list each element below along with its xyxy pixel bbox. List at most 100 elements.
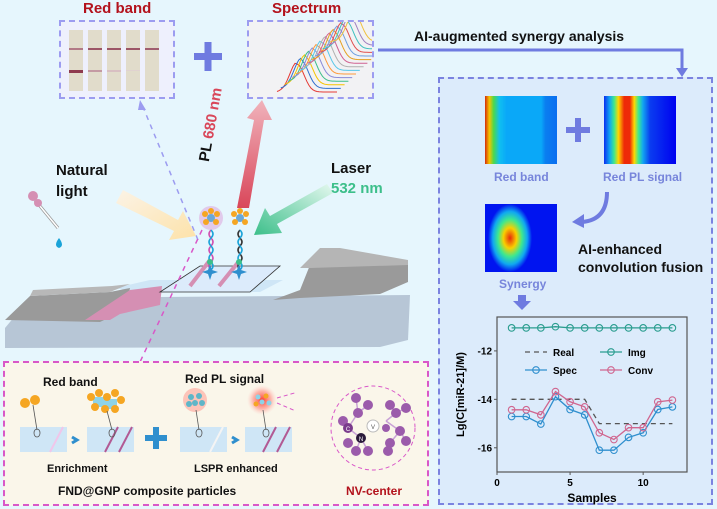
x-tick-label: 0 [494, 478, 500, 489]
y-tick-label: -12 [478, 346, 493, 357]
atom-c: C [346, 427, 351, 433]
spectrum-curve [276, 62, 337, 93]
y-axis-label: Lg(C[miR-21]/M) [455, 352, 467, 437]
data-point-img [610, 324, 618, 332]
bottom-red-pl-label: Red PL signal [185, 372, 265, 386]
test-strip [88, 30, 102, 91]
red-band-strips-image [59, 20, 175, 99]
data-point-spec [536, 420, 545, 428]
data-point-conv [653, 397, 662, 406]
data-point-conv [639, 423, 648, 432]
spectrum-waterfall [276, 10, 391, 93]
series-line-spec [511, 395, 673, 451]
test-strip [107, 30, 121, 91]
fusion-line2: convolution fusion [578, 259, 704, 275]
data-point-img [624, 324, 633, 332]
data-point-img [595, 324, 604, 332]
nv-center-label: NV-center [346, 484, 403, 498]
data-point-spec [653, 405, 662, 414]
analysis-title: AI-augmented synergy analysis [414, 28, 625, 44]
series-line-img [511, 326, 673, 329]
y-tick-label: -14 [478, 395, 493, 406]
plus-icon [194, 42, 222, 71]
data-point-spec [624, 433, 633, 442]
test-strip [69, 30, 83, 91]
laser-wavelength: 532 nm [331, 180, 383, 197]
legend-marker [532, 366, 540, 374]
data-point-img [639, 324, 648, 332]
lateral-flow-illustration [5, 100, 410, 363]
data-point-img [536, 324, 545, 332]
enrichment-illustration [20, 385, 295, 453]
data-point-conv [507, 405, 516, 414]
fusion-line1: AI-enhanced [578, 241, 663, 257]
data-point-spec [610, 446, 618, 455]
spectrum-curve [280, 57, 341, 89]
data-point-spec [639, 428, 648, 437]
data-point-conv [566, 397, 574, 406]
x-tick-label: 5 [567, 478, 573, 489]
synergy-label: Synergy [499, 277, 547, 291]
data-point-img [522, 324, 531, 332]
natural-light-line1: Natural [56, 162, 108, 179]
atom-n: N [359, 437, 363, 443]
data-point-conv [551, 387, 560, 396]
y-tick-label: -16 [478, 443, 493, 454]
x-axis-label: Samples [567, 491, 617, 505]
pipette-icon [28, 191, 62, 248]
data-point-img [580, 324, 589, 332]
data-point-img [551, 322, 560, 331]
red-pl-heatmap [604, 96, 676, 164]
red-band-heatmap [485, 96, 557, 164]
dashed-connector [142, 106, 199, 241]
x-tick-label: 10 [638, 478, 650, 489]
data-point-conv [668, 396, 677, 404]
fusion-curved-arrow [572, 191, 609, 228]
data-point-conv [522, 405, 531, 414]
spectrum-title: Spectrum [272, 0, 342, 17]
data-point-conv [580, 403, 589, 411]
data-point-spec [580, 410, 589, 419]
data-point-img [668, 324, 677, 332]
legend-label: Conv [628, 366, 653, 377]
test-strip [126, 30, 140, 91]
spectrum-curve [288, 50, 349, 82]
spectrum-curve [284, 54, 345, 86]
composite-particles-label: FND@GNP composite particles [58, 484, 237, 498]
laser-arrow [254, 184, 333, 235]
spectrum-curve [307, 32, 368, 64]
spectrum-image [247, 10, 391, 99]
series-line-conv [511, 390, 673, 441]
right-red-band-label: Red band [494, 170, 549, 184]
red-band-title: Red band [83, 0, 152, 17]
plot-frame [496, 316, 688, 473]
data-point-conv [624, 423, 633, 432]
data-point-img [653, 324, 662, 332]
down-arrow-icon [513, 295, 531, 310]
bottom-red-band-label: Red band [43, 375, 98, 389]
fnd-gnp-probe [199, 206, 223, 280]
data-point-conv [610, 435, 618, 444]
data-point-spec [566, 405, 574, 414]
fnd-gnp-probe [231, 208, 249, 280]
vacancy-v: V [371, 425, 375, 431]
data-point-conv [595, 428, 604, 437]
fnd-gnp-panel [3, 361, 429, 506]
data-point-img [566, 324, 574, 332]
nv-center-lattice: C N V [330, 385, 416, 471]
natural-light-arrow [116, 190, 196, 240]
data-point-spec [595, 446, 604, 455]
data-point-conv [536, 410, 545, 419]
natural-light-label: Natural light [56, 160, 108, 202]
enrichment-label: Enrichment [47, 463, 108, 475]
right-red-pl-label: Red PL signal [603, 170, 683, 184]
spectrum-curve [292, 47, 353, 79]
natural-light-line2: light [56, 183, 88, 200]
legend-label: Real [553, 348, 574, 359]
data-point-img [507, 324, 516, 332]
test-strip [145, 30, 159, 91]
legend-marker [607, 366, 615, 374]
pl-emission-arrow [237, 100, 272, 208]
analysis-flow-arrow [378, 48, 688, 77]
